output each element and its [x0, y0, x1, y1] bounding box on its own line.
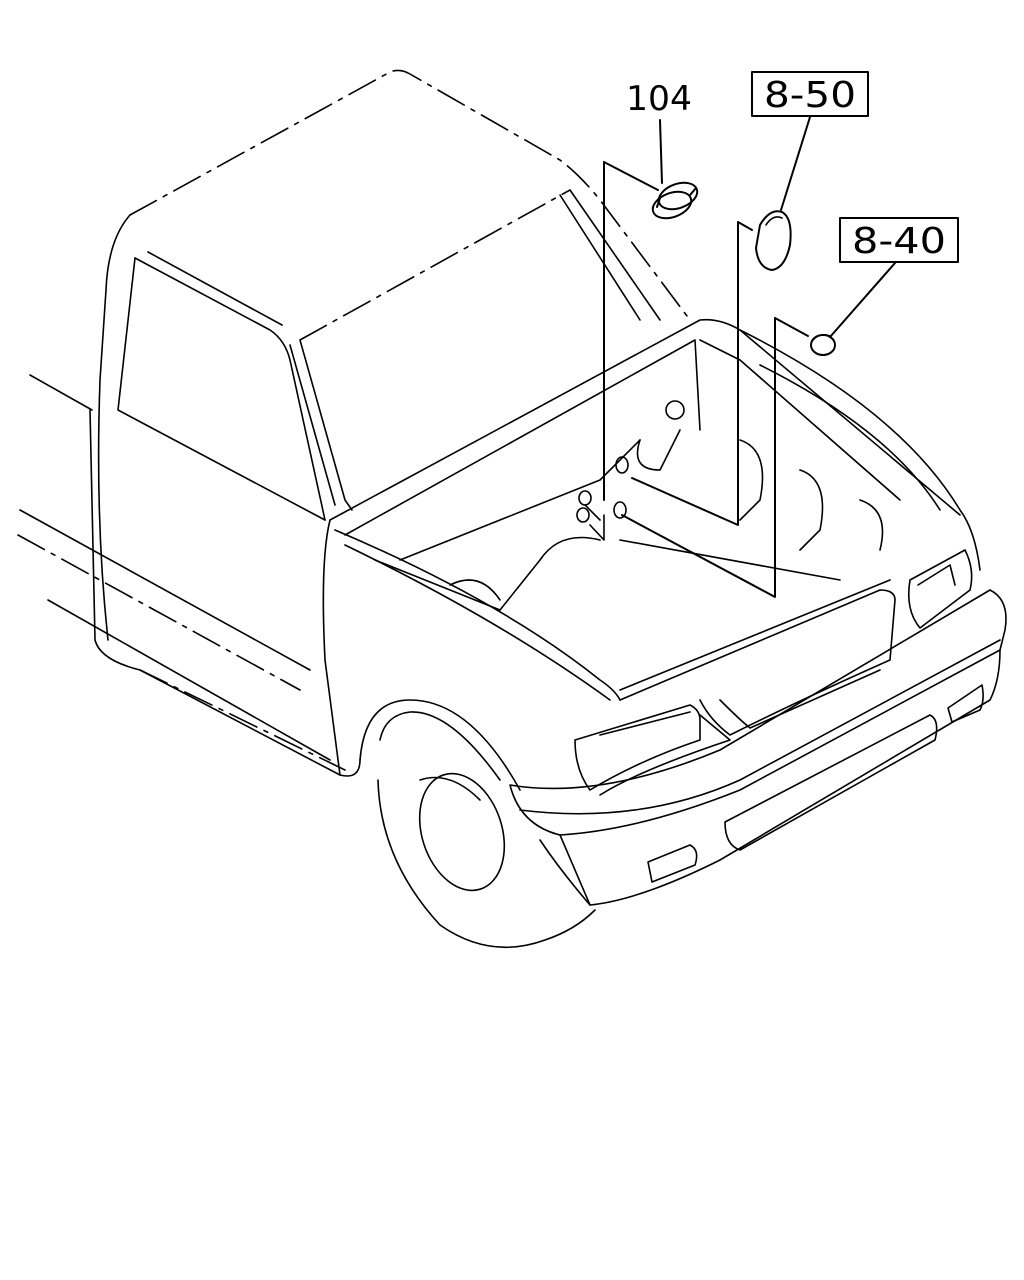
front-fascia — [322, 519, 1007, 906]
engine-bay — [329, 318, 981, 611]
plug-8-40 — [810, 262, 896, 356]
truck-cab — [17, 69, 691, 776]
callout-104: 104 — [626, 79, 692, 119]
callout-8-40: 8-40 — [852, 221, 946, 262]
callout-8-50: 8-50 — [764, 75, 856, 116]
callout-box-8-40 — [839, 217, 959, 263]
callout-box-8-50 — [751, 71, 869, 117]
leader-lines — [589, 161, 809, 598]
mounting-holes — [576, 456, 629, 523]
plug-104 — [651, 119, 699, 220]
plug-8-50 — [755, 116, 811, 271]
front-wheel — [359, 699, 596, 949]
